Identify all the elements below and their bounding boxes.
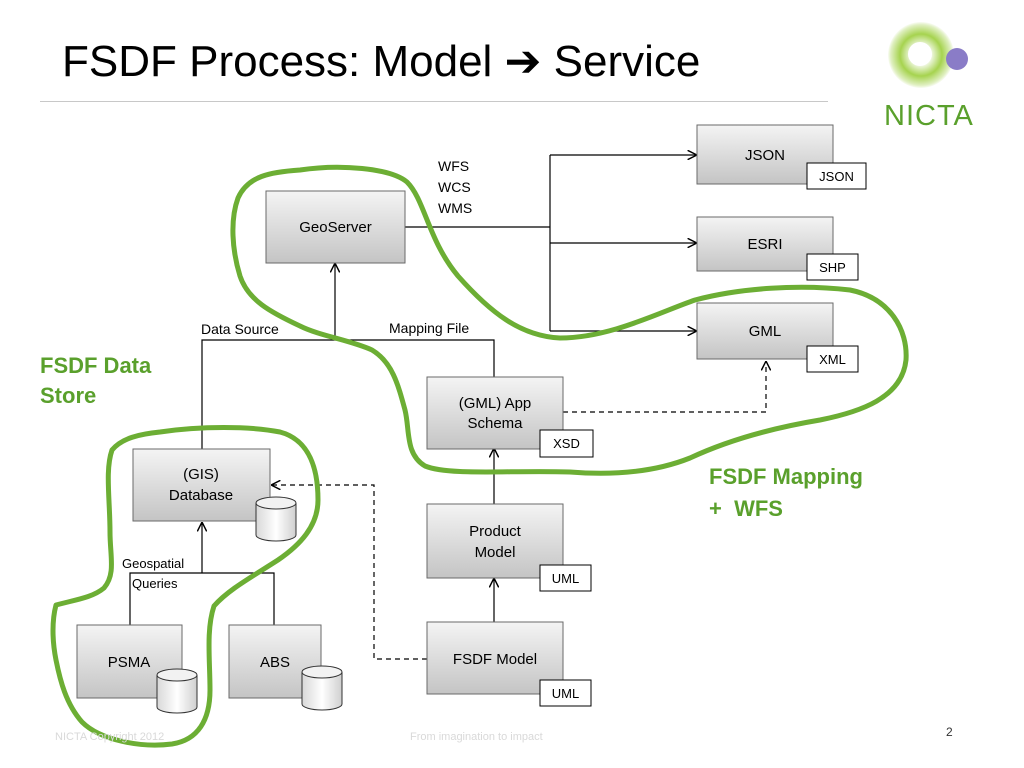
database-icon [156, 668, 198, 714]
dashed-schema-to-gml [563, 362, 766, 413]
dashed-connectors [272, 362, 766, 660]
product-model-label-line2: Model [475, 544, 516, 561]
tag-uml-product: UML [539, 564, 592, 592]
group-label-mapping-line2: + WFS [709, 496, 783, 521]
data-store-group-outline [50, 425, 321, 748]
group-label-data-store-line1: FSDF Data [40, 353, 152, 378]
tag-shp-text: SHP [819, 260, 846, 275]
label-data-source: Data Source [201, 321, 279, 337]
database-icon [255, 496, 297, 542]
app-schema-label-line1: (GML) App [459, 395, 532, 412]
tag-json-text: JSON [819, 169, 854, 184]
psma-label: PSMA [108, 654, 151, 671]
tag-uml-fsdf: UML [539, 679, 592, 707]
group-label-data-store-line2: Store [40, 383, 97, 408]
label-geospatial: Geospatial [122, 556, 184, 571]
abs-label: ABS [260, 654, 290, 671]
dashed-fsdf-to-db [272, 485, 427, 660]
connectors [129, 155, 696, 625]
label-wcs: WCS [438, 179, 471, 195]
gis-db-label-line1: (GIS) [183, 466, 219, 483]
database-icon [301, 665, 343, 711]
node-geoserver: GeoServer [265, 190, 406, 264]
logo-white-dot [908, 42, 932, 66]
label-wfs: WFS [438, 158, 469, 174]
tag-xsd-text: XSD [553, 436, 580, 451]
slide-title: FSDF Process: Model ➔ Service [62, 37, 701, 86]
tag-xsd: XSD [539, 429, 594, 458]
esri-label: ESRI [747, 236, 782, 253]
tag-json: JSON [806, 162, 867, 190]
geoserver-group-outline [230, 164, 909, 476]
footer-tagline: From imagination to impact [410, 731, 543, 743]
tag-uml-product-text: UML [552, 571, 579, 586]
tag-xml: XML [806, 345, 859, 373]
logo-text: NICTA [884, 100, 974, 132]
title-divider [40, 101, 828, 102]
product-model-label-line1: Product [469, 523, 522, 540]
gml-label: GML [749, 323, 782, 340]
tag-uml-fsdf-text: UML [552, 686, 579, 701]
tag-xml-text: XML [819, 352, 846, 367]
green-outlines [50, 164, 909, 748]
app-schema-label-line2: Schema [467, 415, 523, 432]
label-wms: WMS [438, 200, 472, 216]
page-number: 2 [946, 725, 953, 739]
nicta-logo: NICTA [880, 22, 980, 132]
geoserver-label: GeoServer [299, 219, 372, 236]
tag-shp: SHP [806, 253, 859, 281]
json-label: JSON [745, 147, 785, 164]
group-label-mapping-line1: FSDF Mapping [709, 464, 863, 489]
label-mapping-file: Mapping File [389, 320, 469, 336]
node-gis-database: (GIS) Database [132, 448, 271, 522]
footer-copyright: NICTA Copyright 2012 [55, 731, 165, 743]
gis-db-label-line2: Database [169, 487, 233, 504]
fsdf-model-label: FSDF Model [453, 651, 537, 668]
logo-purple-dot [946, 48, 968, 70]
label-queries: Queries [132, 576, 178, 591]
